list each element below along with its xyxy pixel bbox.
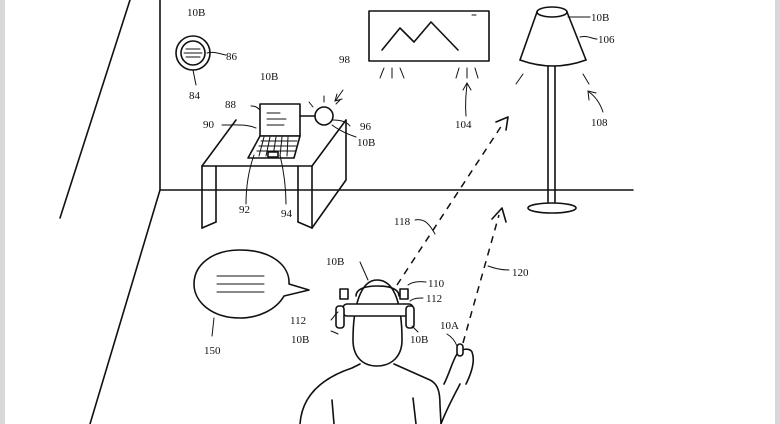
label-112-right: 112 — [426, 293, 442, 305]
table-lamp — [299, 89, 357, 138]
room-walls — [59, 0, 634, 424]
page-edge-left — [0, 0, 5, 424]
label-10a: 10A — [440, 320, 459, 332]
wall-picture — [368, 10, 490, 117]
label-104: 104 — [455, 119, 472, 131]
label-10b-headset: 10B — [326, 256, 344, 268]
floor-lamp — [515, 6, 604, 214]
label-84: 84 — [189, 90, 201, 102]
user — [299, 261, 474, 424]
pointing-arrowhead — [491, 207, 507, 223]
label-108: 108 — [591, 117, 608, 129]
dashed-lines — [396, 116, 510, 344]
label-92: 92 — [239, 204, 250, 216]
label-10b-right-ear: 10B — [410, 334, 428, 346]
far-left-wall-edge — [59, 0, 131, 219]
label-112-left: 112 — [290, 315, 306, 327]
floor-left-edge — [89, 189, 161, 424]
label-10b-left-ear: 10B — [291, 334, 309, 346]
label-118: 118 — [394, 216, 411, 228]
label-120: 120 — [512, 267, 529, 279]
label-110: 110 — [428, 278, 445, 290]
gaze-line-118 — [396, 121, 505, 286]
desk — [201, 119, 347, 229]
label-86: 86 — [226, 51, 238, 63]
label-90: 90 — [203, 119, 215, 131]
pointing-line-120 — [462, 214, 500, 344]
wall-clock — [175, 35, 227, 86]
label-106: 106 — [598, 34, 615, 46]
gaze-arrowhead — [495, 116, 509, 131]
laptop — [221, 103, 301, 205]
label-10b-floor-lamp: 10B — [591, 12, 609, 24]
speech-bubble — [193, 249, 310, 337]
label-98: 98 — [339, 54, 351, 66]
keyboard-grid — [256, 136, 298, 157]
label-10b-table-lamp: 10B — [357, 137, 375, 149]
label-96: 96 — [360, 121, 372, 133]
label-10b-clock: 10B — [187, 7, 205, 19]
label-94: 94 — [281, 208, 293, 220]
page-edge-right — [775, 0, 780, 424]
label-150: 150 — [204, 345, 221, 357]
reference-labels: 10B 86 84 10B 88 90 98 96 10B 92 94 104 … — [187, 7, 615, 357]
label-88: 88 — [225, 99, 237, 111]
label-10b-laptop: 10B — [260, 71, 278, 83]
